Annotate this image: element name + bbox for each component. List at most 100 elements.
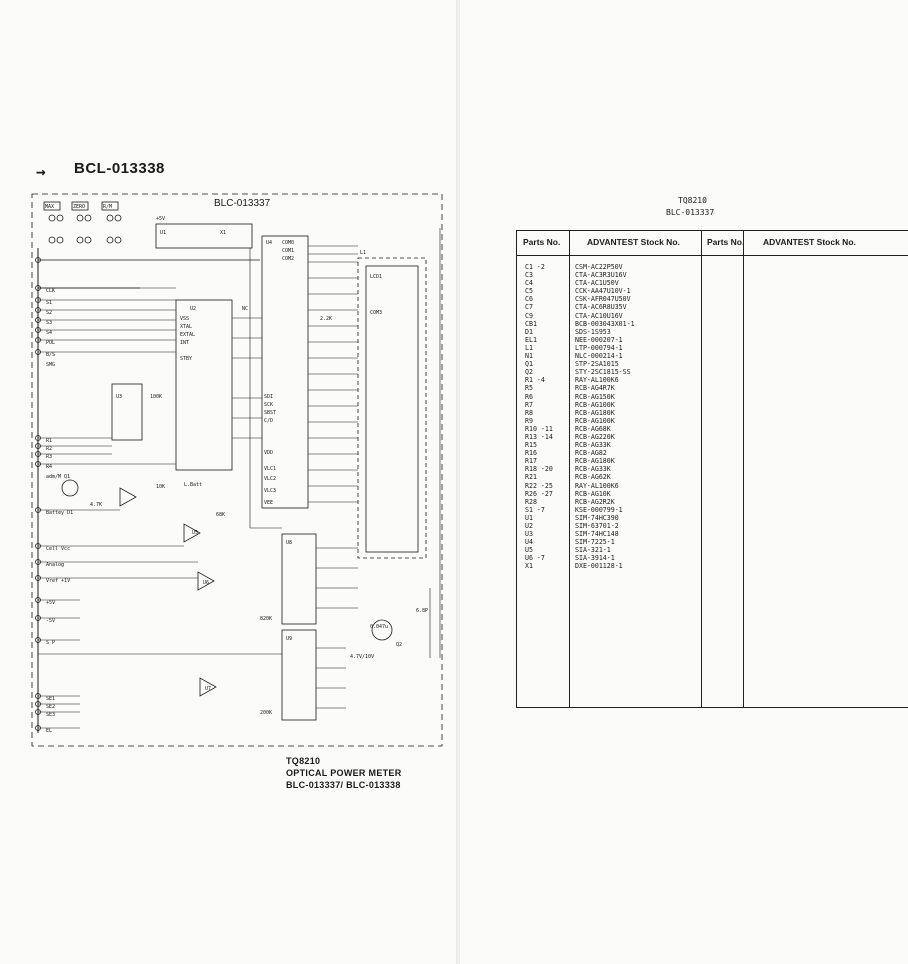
net-label: SE2 bbox=[46, 704, 55, 710]
net-label: SE1 bbox=[46, 696, 55, 702]
value-label: 4.7V/10V bbox=[350, 654, 374, 660]
stock-number: SDS-1S953 bbox=[575, 327, 611, 336]
component-label: L1 bbox=[360, 250, 366, 256]
stock-number: SIA-321-1 bbox=[575, 546, 611, 555]
part-number: L1 bbox=[525, 343, 533, 352]
table-row: R15 RCB-AG33K bbox=[517, 441, 757, 449]
net-label: NC bbox=[242, 306, 248, 312]
value-label: 68K bbox=[216, 512, 225, 518]
part-number: R16 bbox=[525, 449, 537, 458]
bcl-label: BCL-013338 bbox=[74, 160, 165, 177]
component-label: Q1 bbox=[64, 474, 70, 480]
part-number: R17 bbox=[525, 457, 537, 466]
stock-number: CTA-AC3R3U16V bbox=[575, 271, 627, 280]
part-number: R15 bbox=[525, 441, 537, 450]
part-number: U5 bbox=[525, 546, 533, 555]
stock-number: SIM-7225-1 bbox=[575, 538, 615, 547]
net-label: Cell Vcc bbox=[46, 546, 70, 552]
component-label: U2 bbox=[190, 306, 196, 312]
component-label: LCD1 bbox=[370, 274, 382, 280]
part-number: C3 bbox=[525, 271, 533, 280]
net-label: INT bbox=[180, 340, 189, 346]
table-row: R5 RCB-AG4R7K bbox=[517, 384, 757, 392]
net-label: SMG bbox=[46, 362, 55, 368]
left-page: → BCL-013338 bbox=[31, 160, 443, 790]
table-row: C3 CTA-AC3R3U16V bbox=[517, 271, 757, 279]
part-number: C5 bbox=[525, 287, 533, 296]
net-label: VLC1 bbox=[264, 466, 276, 472]
stock-number: KSE-000799-1 bbox=[575, 505, 623, 514]
stock-number: RCB-AG100K bbox=[575, 416, 615, 425]
part-number: U1 bbox=[525, 513, 533, 522]
net-label: R1 bbox=[46, 438, 52, 444]
caption-boards: BLC-013337/ BLC-013338 bbox=[286, 780, 401, 790]
part-number: R8 bbox=[525, 408, 533, 417]
stock-number: RCB-AG33K bbox=[575, 465, 611, 474]
net-label: -5V bbox=[46, 618, 55, 624]
net-label: Battey D1 bbox=[46, 510, 73, 516]
component-label: U7 bbox=[205, 686, 211, 692]
part-number: CB1 bbox=[525, 319, 537, 328]
switch-label: MAX bbox=[45, 204, 54, 210]
part-number: R22 -25 bbox=[525, 481, 553, 490]
stock-number: CTA-AC10U16V bbox=[575, 311, 623, 320]
stock-number: RCB-AG33K bbox=[575, 441, 611, 450]
net-label: EL bbox=[46, 728, 52, 734]
net-label: B/S bbox=[46, 352, 55, 358]
stock-number: RCB-AG82 bbox=[575, 449, 607, 458]
stock-number: RAY-AL100K6 bbox=[575, 376, 619, 385]
net-label: R4 bbox=[46, 464, 52, 470]
value-label: 4.7K bbox=[90, 502, 102, 508]
net-label: Analog bbox=[46, 562, 64, 568]
part-number: C1 -2 bbox=[525, 263, 545, 271]
part-number: R26 -27 bbox=[525, 489, 553, 498]
net-label: EXTAL bbox=[180, 332, 195, 338]
net-label: R3 bbox=[46, 454, 52, 460]
part-number: Q2 bbox=[525, 368, 533, 377]
net-label: COM1 bbox=[282, 248, 294, 254]
part-number: C7 bbox=[525, 303, 533, 312]
net-label: COM0 bbox=[282, 240, 294, 246]
stock-number: CCK-AA47U10V-1 bbox=[575, 287, 631, 296]
parts-list-board: BLC-013337 bbox=[666, 208, 715, 217]
stock-number: SIM-74HC148 bbox=[575, 530, 619, 539]
part-number: S1 -7 bbox=[525, 505, 545, 514]
part-number: R28 bbox=[525, 497, 537, 506]
value-label: 2.2K bbox=[320, 316, 332, 322]
stock-number: RCB-AG10K bbox=[575, 489, 611, 498]
stock-number: CSM-AC22P50V bbox=[575, 263, 623, 271]
value-label: 100K bbox=[150, 394, 162, 400]
stock-number: NEE-000207-1 bbox=[575, 335, 623, 344]
stock-number: RCB-AG2R2K bbox=[575, 497, 615, 506]
table-row: R16 RCB-AG82 bbox=[517, 449, 757, 457]
component-label: U8 bbox=[286, 540, 292, 546]
part-number: R5 bbox=[525, 384, 533, 393]
stock-number: SIM-63701-2 bbox=[575, 522, 619, 530]
header-stock-no-2: ADVANTEST Stock No. bbox=[763, 237, 856, 247]
parts-table: Parts No. ADVANTEST Stock No. Parts No. … bbox=[516, 230, 908, 708]
net-label: S1 bbox=[46, 300, 52, 306]
stock-number: CTA-AC6R8U35V bbox=[575, 303, 627, 312]
part-number: R6 bbox=[525, 392, 533, 401]
stock-number: RCB-AG4R7K bbox=[575, 384, 615, 393]
stock-number: RCB-AG220K bbox=[575, 432, 615, 441]
table-row: R28 RCB-AG2R2K bbox=[517, 498, 757, 506]
component-label: U4 bbox=[266, 240, 272, 246]
parts-list-model: TQ8210 bbox=[678, 196, 707, 205]
value-label: 0.047u bbox=[370, 624, 388, 630]
caption-model: TQ8210 bbox=[286, 756, 321, 766]
